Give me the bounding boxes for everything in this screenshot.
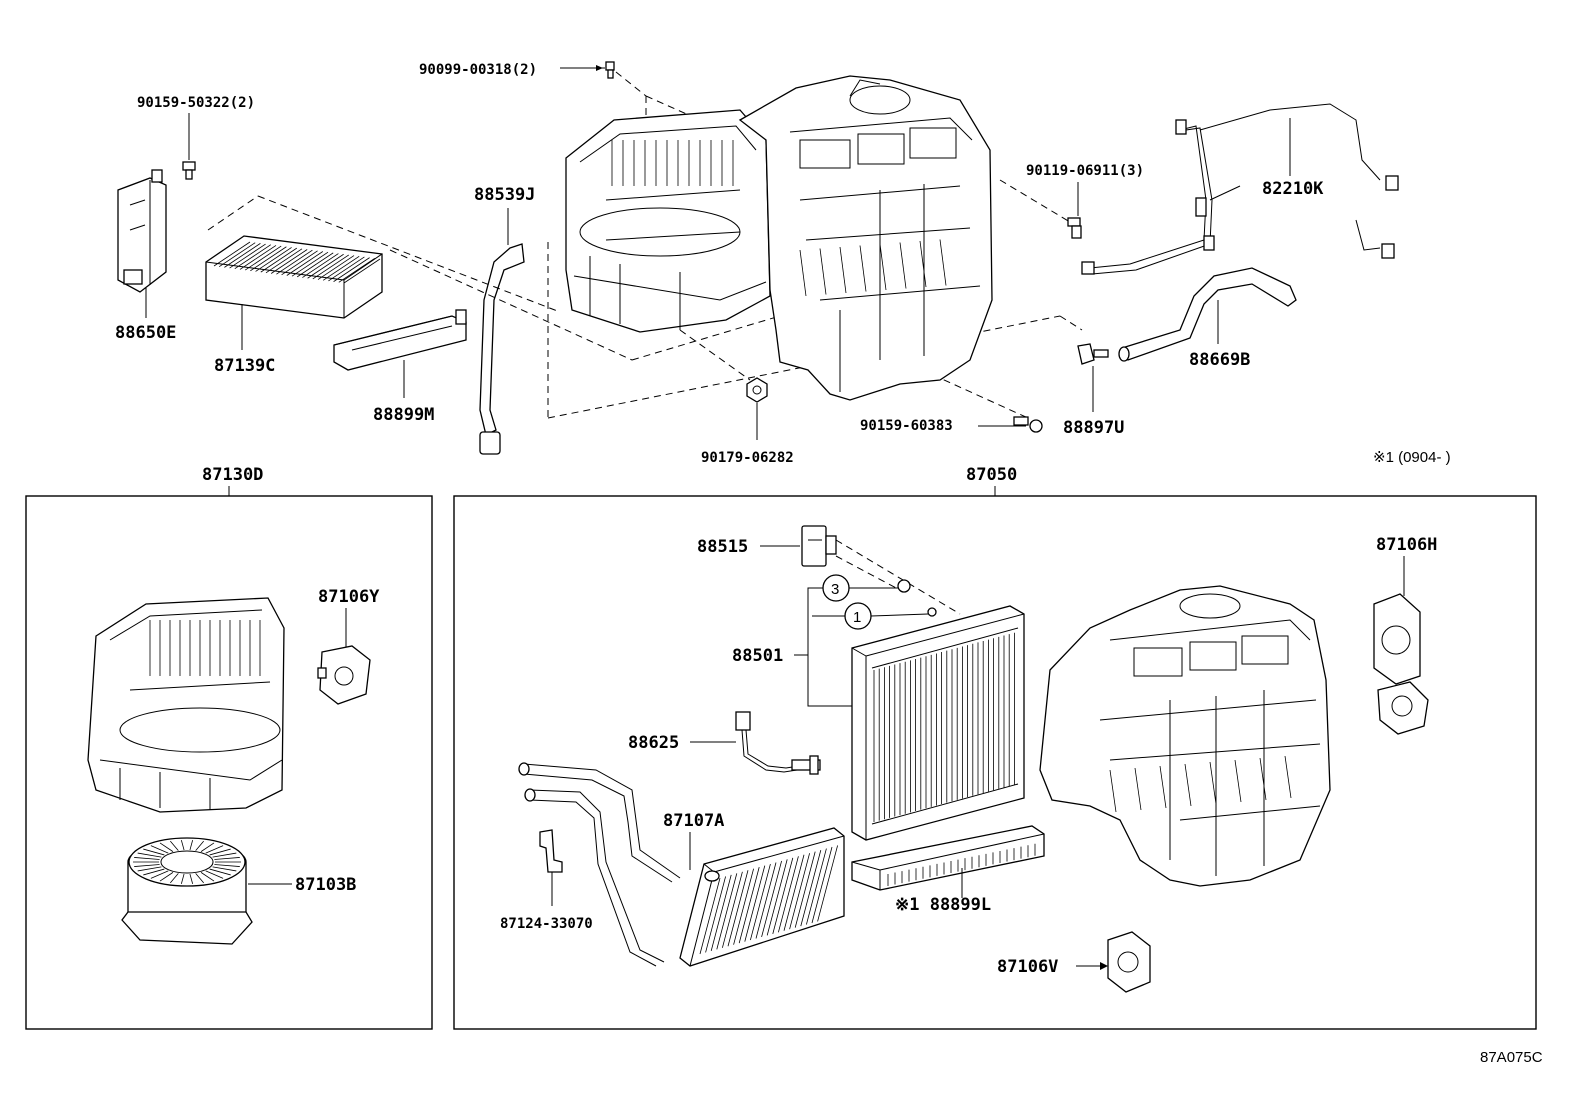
label-88899L: ※1 88899L [895, 895, 991, 915]
blower-unit-87130D[interactable] [87, 597, 285, 813]
label-87139C: 87139C [214, 356, 275, 376]
label-87103B: 87103B [295, 875, 356, 895]
label-88669B: 88669B [1189, 350, 1250, 370]
o-ring-1[interactable] [927, 607, 937, 617]
callout-label-1: 1 [853, 609, 861, 626]
thermistor-88625[interactable] [735, 711, 821, 775]
evaporator-88501[interactable] [851, 605, 1025, 841]
label-87050: 87050 [966, 465, 1017, 485]
clamp-88897U[interactable] [1077, 343, 1109, 365]
box-87050 [453, 495, 1537, 1030]
clamp-87124-33070[interactable] [539, 829, 563, 873]
label-87130D: 87130D [202, 465, 263, 485]
label-87106H: 87106H [1376, 535, 1437, 555]
nut-90179-06282[interactable] [746, 377, 768, 403]
hvac-case-87050[interactable] [1039, 585, 1331, 887]
label-88501: 88501 [732, 646, 783, 666]
label-90179-06282: 90179-06282 [701, 450, 794, 466]
blower-motor-87103B[interactable] [121, 837, 253, 945]
label-90159-50322: 90159-50322(2) [137, 95, 255, 111]
cover-88899L[interactable] [851, 825, 1045, 891]
filter-cover-88899M[interactable] [333, 309, 467, 371]
drain-hose-88669B[interactable] [1118, 267, 1297, 362]
wire-harness-82210K[interactable] [1081, 103, 1399, 275]
label-88515: 88515 [697, 537, 748, 557]
screw-90099-00318[interactable] [560, 61, 615, 79]
note-0904: ※1 (0904- ) [1373, 449, 1451, 466]
callout-label-3: 3 [831, 581, 839, 598]
servo-motor-87106H[interactable] [1373, 593, 1429, 735]
ac-amplifier-88650E[interactable] [117, 169, 167, 293]
servo-motor-87106V[interactable] [1107, 931, 1151, 993]
label-88625: 88625 [628, 733, 679, 753]
bolt-90159-50322[interactable] [182, 161, 196, 180]
o-ring-3[interactable] [897, 579, 911, 593]
expansion-valve-88515[interactable] [801, 525, 837, 567]
hvac-unit-assembly-top[interactable] [565, 75, 993, 401]
box-87130D [25, 495, 433, 1030]
label-90159-60383: 90159-60383 [860, 418, 953, 434]
servo-motor-87106Y[interactable] [317, 645, 371, 705]
label-87106Y: 87106Y [318, 587, 380, 607]
label-90099-00318: 90099-00318(2) [419, 62, 537, 78]
label-87124-33070: 87124-33070 [500, 916, 593, 932]
label-88897U: 88897U [1063, 418, 1124, 438]
label-88650E: 88650E [115, 323, 176, 343]
air-filter-87139C[interactable] [205, 235, 383, 319]
label-90119-06911: 90119-06911(3) [1026, 163, 1144, 179]
bolt-90159-60383[interactable] [1013, 416, 1043, 433]
diagram-code: 87A075C [1480, 1049, 1543, 1066]
heater-core-87107A[interactable] [518, 762, 845, 967]
label-87107A: 87107A [663, 811, 724, 831]
label-88539J: 88539J [474, 185, 535, 205]
label-82210K: 82210K [1262, 179, 1324, 199]
screw-90119-06911[interactable] [1067, 217, 1082, 239]
label-88899M: 88899M [373, 405, 434, 425]
label-87106V: 87106V [997, 957, 1058, 977]
drain-hose-88539J[interactable] [479, 243, 525, 455]
